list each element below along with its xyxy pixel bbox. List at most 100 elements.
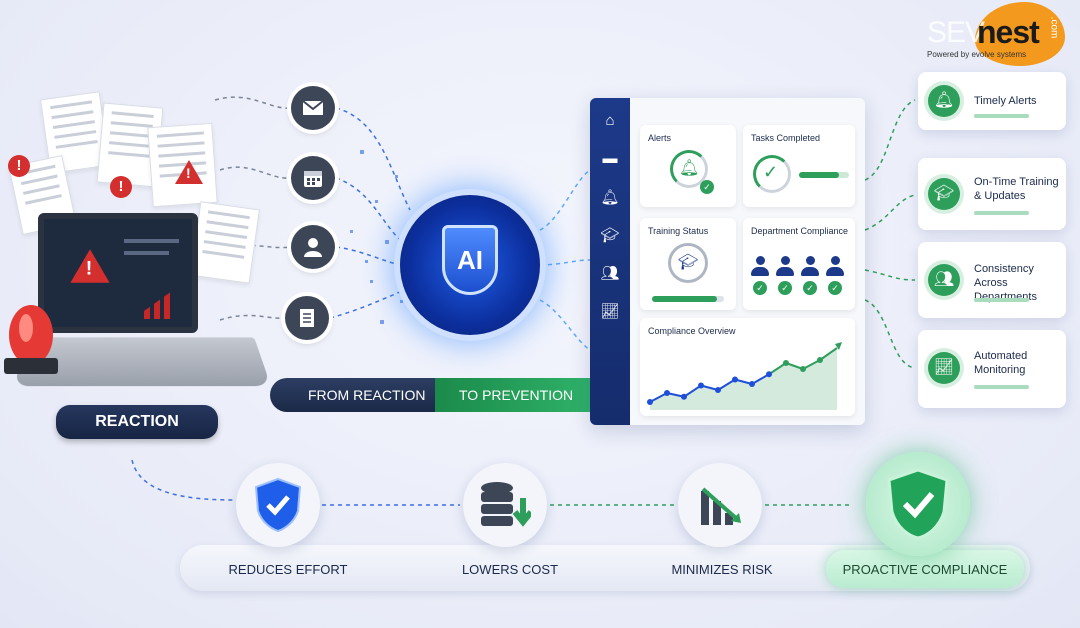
check-icon: ✓	[753, 281, 767, 295]
proactive-compliance-highlight	[826, 550, 1024, 588]
trend-segment	[649, 392, 668, 403]
training-progress-bar	[652, 296, 724, 302]
trend-segment	[717, 378, 736, 391]
monitor-chart-icon: 📈︎	[928, 352, 960, 384]
benefit-card-training[interactable]: 🎓︎ On-Time Training & Updates	[918, 158, 1066, 230]
trend-arrowhead	[835, 342, 842, 350]
chart-icon[interactable]: 📈︎	[600, 303, 620, 320]
check-icon: ✓	[803, 281, 817, 295]
person-icon	[751, 256, 769, 278]
department-title: Department Compliance	[751, 226, 849, 236]
trend-point	[664, 390, 670, 396]
alert-icon: !	[8, 155, 30, 177]
trend-point	[698, 382, 704, 389]
graduation-cap-icon: 🎓︎	[928, 178, 960, 210]
ai-brain-core: AI	[400, 195, 540, 335]
graduation-cap-icon[interactable]: 🎓︎	[600, 227, 620, 244]
shield-check-icon	[236, 463, 320, 547]
tasks-progress-bar	[799, 172, 849, 178]
users-icon: 👥︎	[928, 264, 960, 296]
graduation-cap-icon: 🎓︎	[678, 254, 699, 271]
alerts-ring	[670, 150, 708, 188]
database-down-icon	[463, 463, 547, 547]
logo-tagline: Powered by evolve systems	[927, 50, 1027, 59]
tasks-completed-card[interactable]: Tasks Completed ✓	[743, 125, 855, 207]
trend-segment	[802, 359, 821, 370]
training-title: Training Status	[648, 226, 709, 236]
alerts-title: Alerts	[648, 133, 672, 143]
benefit-card-monitoring[interactable]: 📈︎ Automated Monitoring	[918, 330, 1066, 408]
siren-icon	[4, 305, 58, 374]
to-prevention-label: TO PREVENTION	[435, 378, 595, 412]
trend-area	[650, 348, 837, 410]
calendar-icon	[291, 156, 335, 200]
trend-segment	[751, 373, 770, 385]
logo-text-light: SEV	[927, 16, 985, 49]
compliance-overview-card[interactable]: Compliance Overview	[640, 318, 855, 416]
outcome-label-lowers-cost: LOWERS COST	[461, 562, 559, 577]
outcome-label-minimizes-risk: MINIMIZES RISK	[671, 562, 773, 577]
overview-title: Compliance Overview	[648, 326, 736, 336]
bell-icon: 🔔︎	[679, 160, 700, 177]
document-icon	[285, 296, 329, 340]
benefit-label: On-Time Training & Updates	[974, 176, 1059, 202]
outcome-label-reduces-effort: REDUCES EFFORT	[228, 562, 348, 577]
shield-check-icon	[866, 452, 970, 556]
compliance-trend-chart	[647, 342, 842, 410]
logo-text-dark: nest	[977, 14, 1040, 50]
chart-down-icon	[678, 463, 762, 547]
trend-point	[647, 399, 653, 405]
user-icon	[291, 225, 335, 269]
laptop-screen: !	[38, 213, 198, 333]
ai-label: AI	[457, 244, 483, 275]
dashboard-sidebar: ⌂ ▬ 🔔︎ 🎓︎ 👥︎ 📈︎	[590, 98, 630, 425]
brand-logo: SEV nest .com Powered by evolve systems	[925, 2, 1065, 66]
trend-point	[681, 393, 687, 400]
trend-segment	[683, 384, 702, 398]
trend-point	[817, 357, 823, 363]
reaction-to-prevention-arrow: FROM REACTION TO PREVENTION	[270, 370, 622, 420]
trend-segment	[785, 362, 804, 370]
person-icon	[801, 256, 819, 278]
reaction-label: REACTION	[56, 405, 218, 439]
trend-point	[800, 366, 806, 372]
trend-segment	[819, 347, 838, 361]
training-ring	[668, 243, 708, 283]
benefit-label: Timely Alerts	[974, 95, 1037, 107]
department-compliance-card[interactable]: Department Compliance ✓ ✓ ✓ ✓	[743, 218, 855, 310]
person-icon	[776, 256, 794, 278]
home-icon[interactable]: ⌂	[605, 112, 615, 129]
compliance-dashboard: ⌂ ▬ 🔔︎ 🎓︎ 👥︎ 📈︎ Alerts 🔔︎ ✓ Tasks Comple…	[590, 98, 865, 425]
check-icon: ✓	[778, 281, 792, 295]
trend-point	[732, 376, 738, 383]
ai-shield-icon: AI	[442, 225, 498, 295]
tasks-ring	[753, 155, 791, 193]
bell-icon: 🔔︎	[928, 85, 960, 117]
users-icon[interactable]: 👥︎	[600, 265, 620, 282]
benefit-card-timely-alerts[interactable]: 🔔︎ Timely Alerts	[918, 72, 1066, 130]
minus-icon[interactable]: ▬	[602, 150, 618, 167]
benefit-card-consistency[interactable]: 👥︎ Consistency Across Departments	[918, 242, 1066, 318]
envelope-icon	[291, 86, 335, 130]
trend-point	[766, 371, 772, 378]
outcome-label-proactive-compliance: PROACTIVE COMPLIANCE	[842, 562, 1008, 577]
benefit-label: Automated Monitoring	[974, 350, 1028, 376]
trend-point	[783, 360, 789, 366]
trend-segment	[768, 362, 787, 376]
check-icon: ✓	[763, 162, 779, 182]
training-status-card[interactable]: Training Status 🎓︎	[640, 218, 736, 310]
tasks-title: Tasks Completed	[751, 133, 821, 143]
alerts-card[interactable]: Alerts 🔔︎ ✓	[640, 125, 736, 207]
person-icon	[826, 256, 844, 278]
check-icon: ✓	[700, 180, 714, 194]
alert-icon: !	[110, 176, 132, 198]
warning-triangle-icon: !	[175, 160, 203, 184]
from-reaction-label: FROM REACTION	[270, 378, 435, 412]
warning-triangle-icon: !	[70, 249, 110, 283]
trend-point	[715, 387, 721, 393]
bell-icon[interactable]: 🔔︎	[600, 189, 620, 206]
check-icon: ✓	[828, 281, 842, 295]
logo-suffix: .com	[1048, 16, 1060, 39]
trend-point	[749, 381, 755, 387]
